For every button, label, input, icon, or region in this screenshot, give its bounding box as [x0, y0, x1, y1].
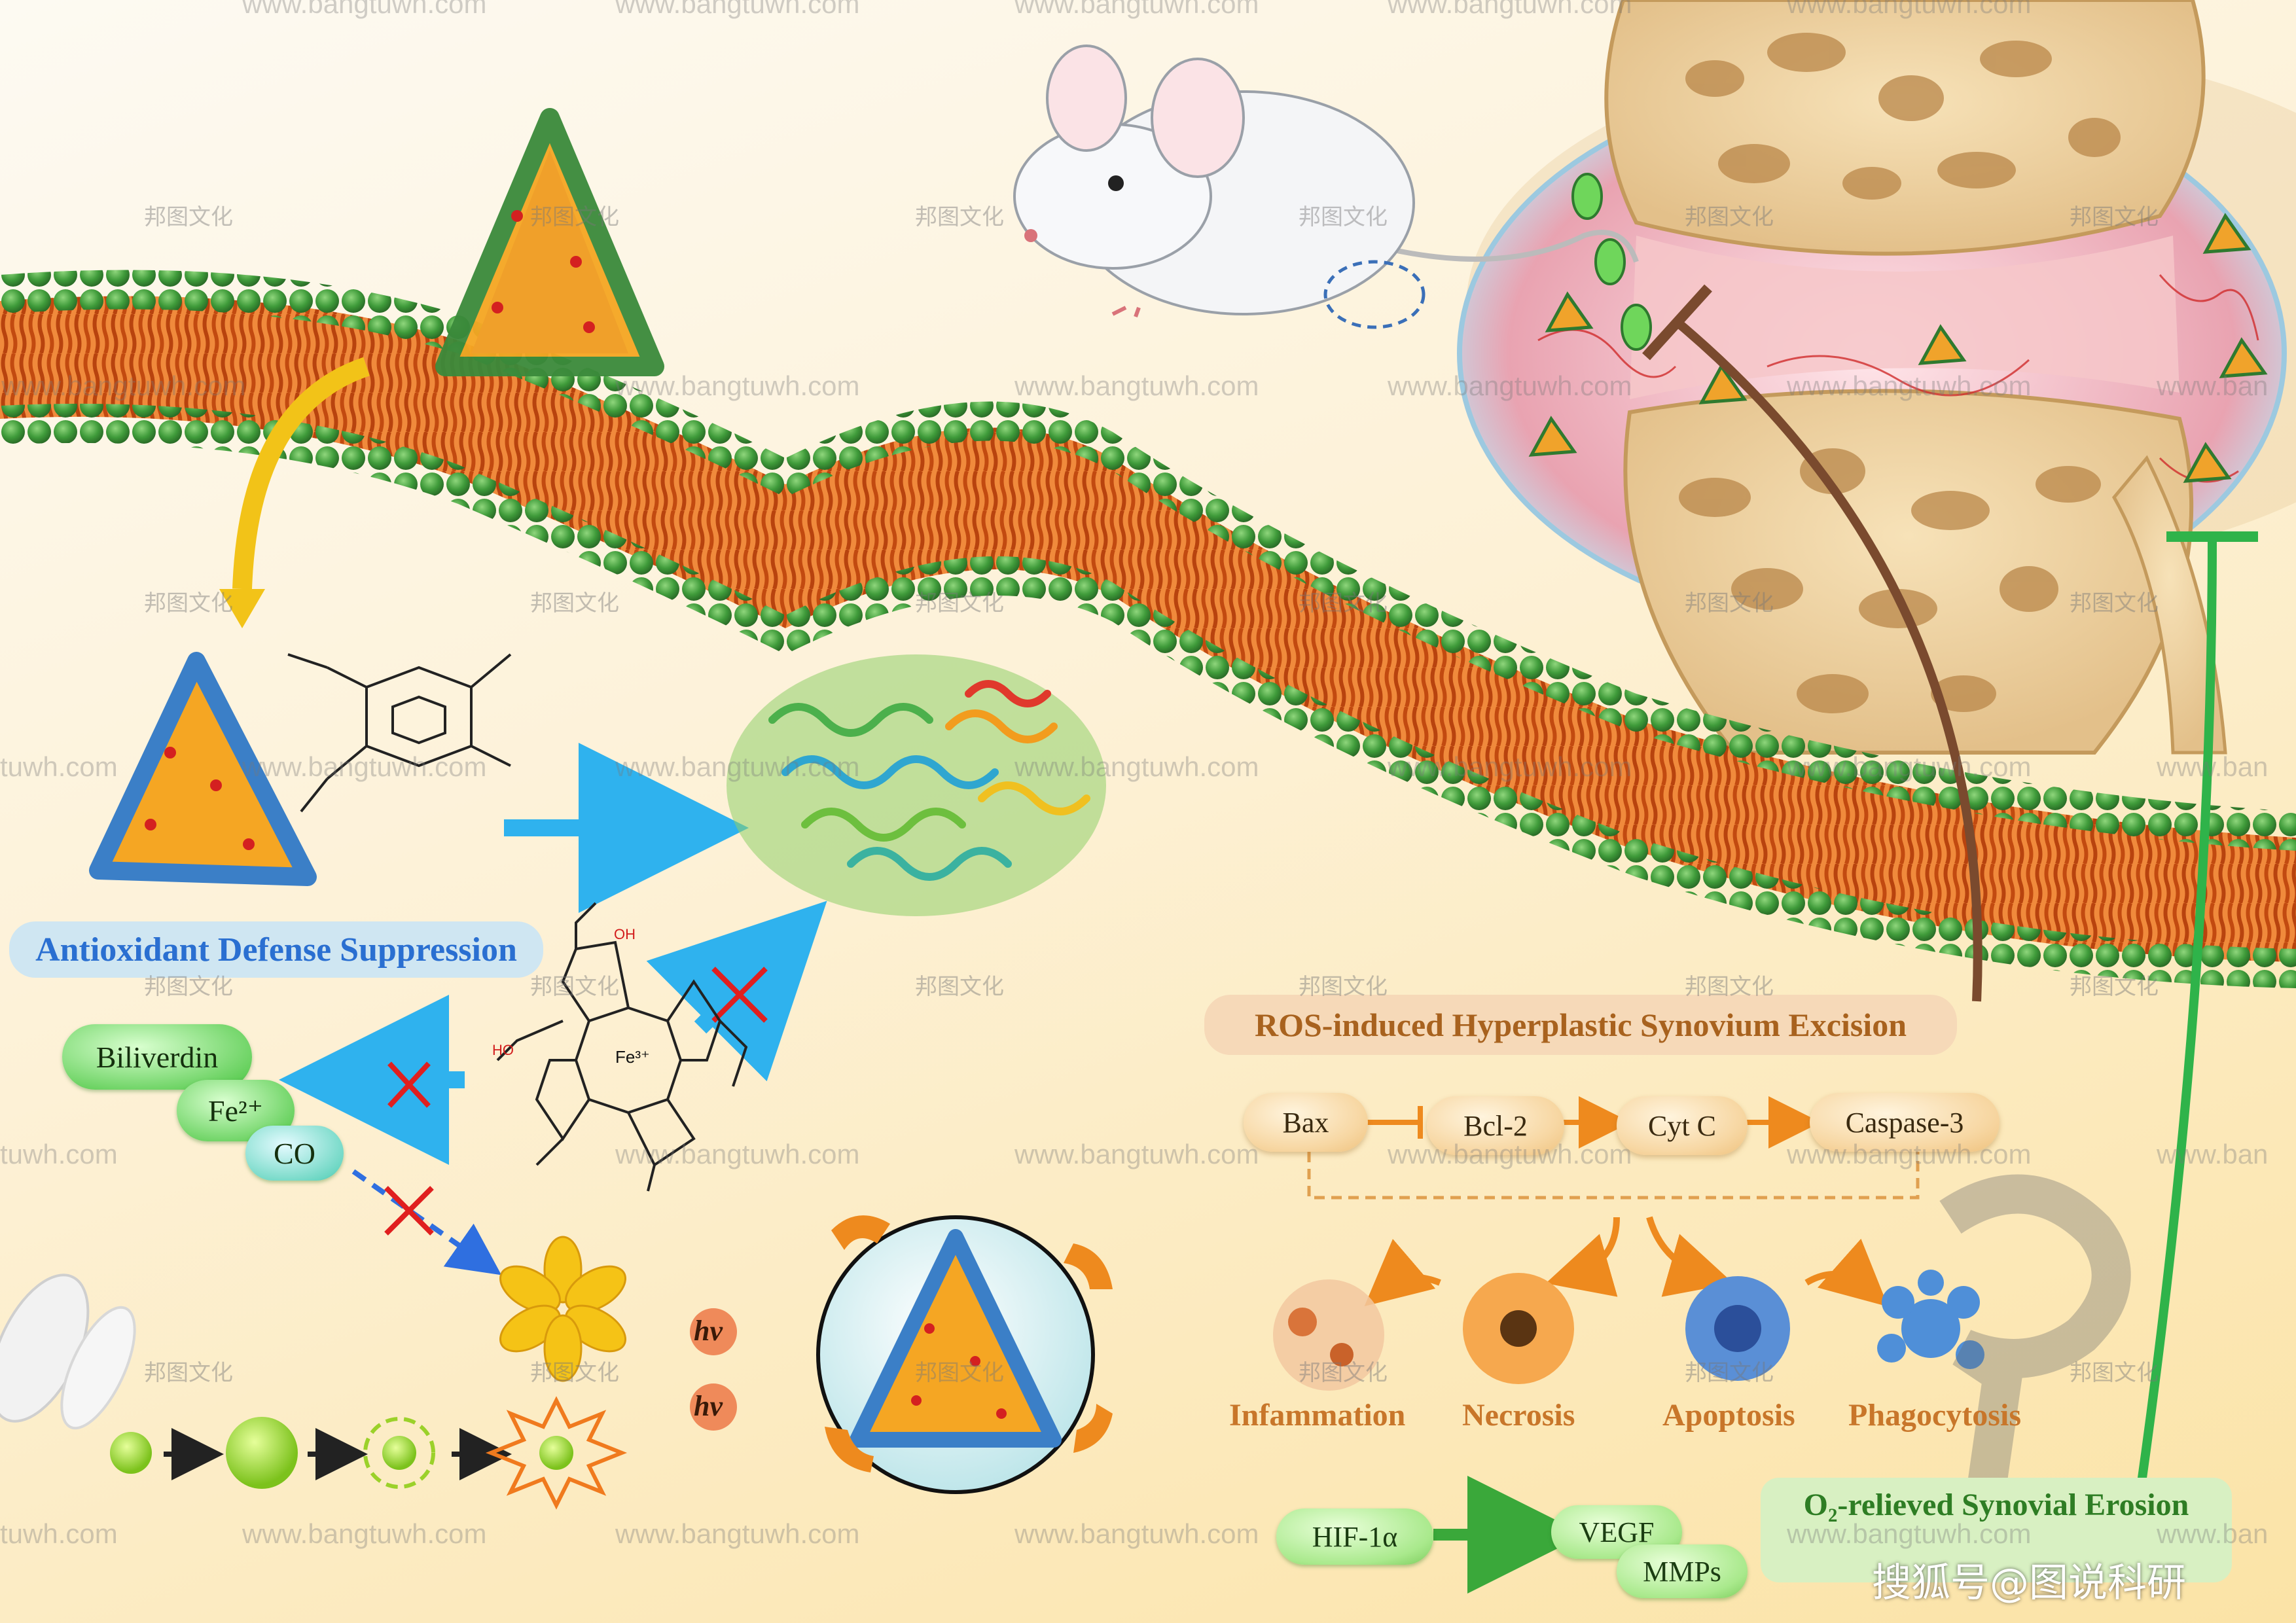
bcl2-node: Bcl-2	[1427, 1096, 1564, 1155]
inhibition-line-brown	[1672, 317, 1982, 1002]
cross-co	[384, 1186, 434, 1236]
ho1-enzyme	[726, 654, 1106, 916]
mmps-node: MMPs	[1617, 1544, 1748, 1598]
o2-label-pill: O₂-relieved Synovial Erosion	[1761, 1478, 2232, 1582]
cross-ho1	[711, 967, 768, 1023]
heme-oh-left: HO	[492, 1042, 514, 1058]
cell-progression	[0, 1274, 628, 1510]
bax-text: Bax	[1282, 1106, 1329, 1139]
nanoparticle-membrane	[435, 108, 664, 376]
ros-label-pill: ROS-induced Hyperplastic Synovium Excisi…	[1204, 995, 1957, 1055]
light-label-2: hν	[694, 1390, 723, 1422]
cross-products	[387, 1061, 431, 1108]
cytc-node: Cyt C	[1617, 1096, 1748, 1155]
source-attribution: 搜狐号@图说科研	[1872, 1560, 2186, 1606]
blocked-arrow-to-ho1	[646, 901, 827, 1082]
phagocytosis-cell	[1877, 1270, 1984, 1369]
apoptosis-label: Apoptosis	[1662, 1398, 1795, 1433]
bax-node: Bax	[1244, 1093, 1368, 1152]
vegf-text: VEGF	[1579, 1516, 1655, 1548]
ros-label: ROS-induced Hyperplastic Synovium Excisi…	[1255, 1007, 1907, 1043]
inhibition-bar-brown	[1642, 284, 1712, 361]
yellow-cell-cluster	[499, 1236, 627, 1382]
lipid-bilayer	[0, 270, 2296, 988]
necrosis-cell	[1463, 1273, 1574, 1384]
light-label-1: hν	[694, 1315, 723, 1347]
logo-watermark	[1939, 1174, 2131, 1561]
bcl2-text: Bcl-2	[1463, 1109, 1528, 1142]
nanoparticle-hemin	[89, 652, 512, 886]
apoptosis-cell	[1685, 1276, 1790, 1381]
necrosis-label: Necrosis	[1462, 1398, 1575, 1433]
heme-fe-center: Fe³⁺	[615, 1047, 650, 1067]
cytc-text: Cyt C	[1648, 1109, 1716, 1142]
pathway-arrows	[1307, 1096, 1920, 1307]
heme-oh-top: OH	[614, 926, 636, 942]
antioxidant-label-pill: Antioxidant Defense Suppression	[9, 921, 543, 978]
hif-node: HIF-1α	[1276, 1508, 1433, 1565]
inflammation-label: Infammation	[1229, 1398, 1406, 1433]
antioxidant-label: Antioxidant Defense Suppression	[35, 931, 517, 969]
co-node: CO	[245, 1126, 344, 1181]
yellow-arrow	[232, 357, 370, 590]
inflammation-cell	[1273, 1279, 1384, 1391]
light-orb-1	[690, 1308, 737, 1355]
caspase3-text: Caspase-3	[1845, 1106, 1964, 1139]
biliverdin-text: Biliverdin	[96, 1040, 219, 1074]
inhibition-line-green	[2136, 536, 2217, 1493]
heme-molecule	[496, 902, 748, 1192]
biliverdin-node: Biliverdin	[62, 1024, 252, 1090]
co-text: CO	[274, 1136, 315, 1170]
o2-label: O₂-relieved Synovial Erosion	[1803, 1488, 2189, 1522]
fe2-text: Fe²⁺	[207, 1094, 264, 1128]
mouse-illustration	[1013, 45, 1639, 329]
mmps-text: MMPs	[1643, 1555, 1721, 1588]
light-orb-2	[690, 1383, 737, 1431]
caspase3-node: Caspase-3	[1810, 1093, 2000, 1152]
phagocytosis-label: Phagocytosis	[1848, 1398, 2021, 1433]
yellow-arrowhead	[219, 589, 265, 628]
cell-fate-images	[1273, 1270, 1984, 1391]
irradiated-nanoparticle	[816, 1215, 1113, 1494]
knee-joint	[1457, 0, 2296, 755]
hif-text: HIF-1α	[1312, 1520, 1398, 1553]
